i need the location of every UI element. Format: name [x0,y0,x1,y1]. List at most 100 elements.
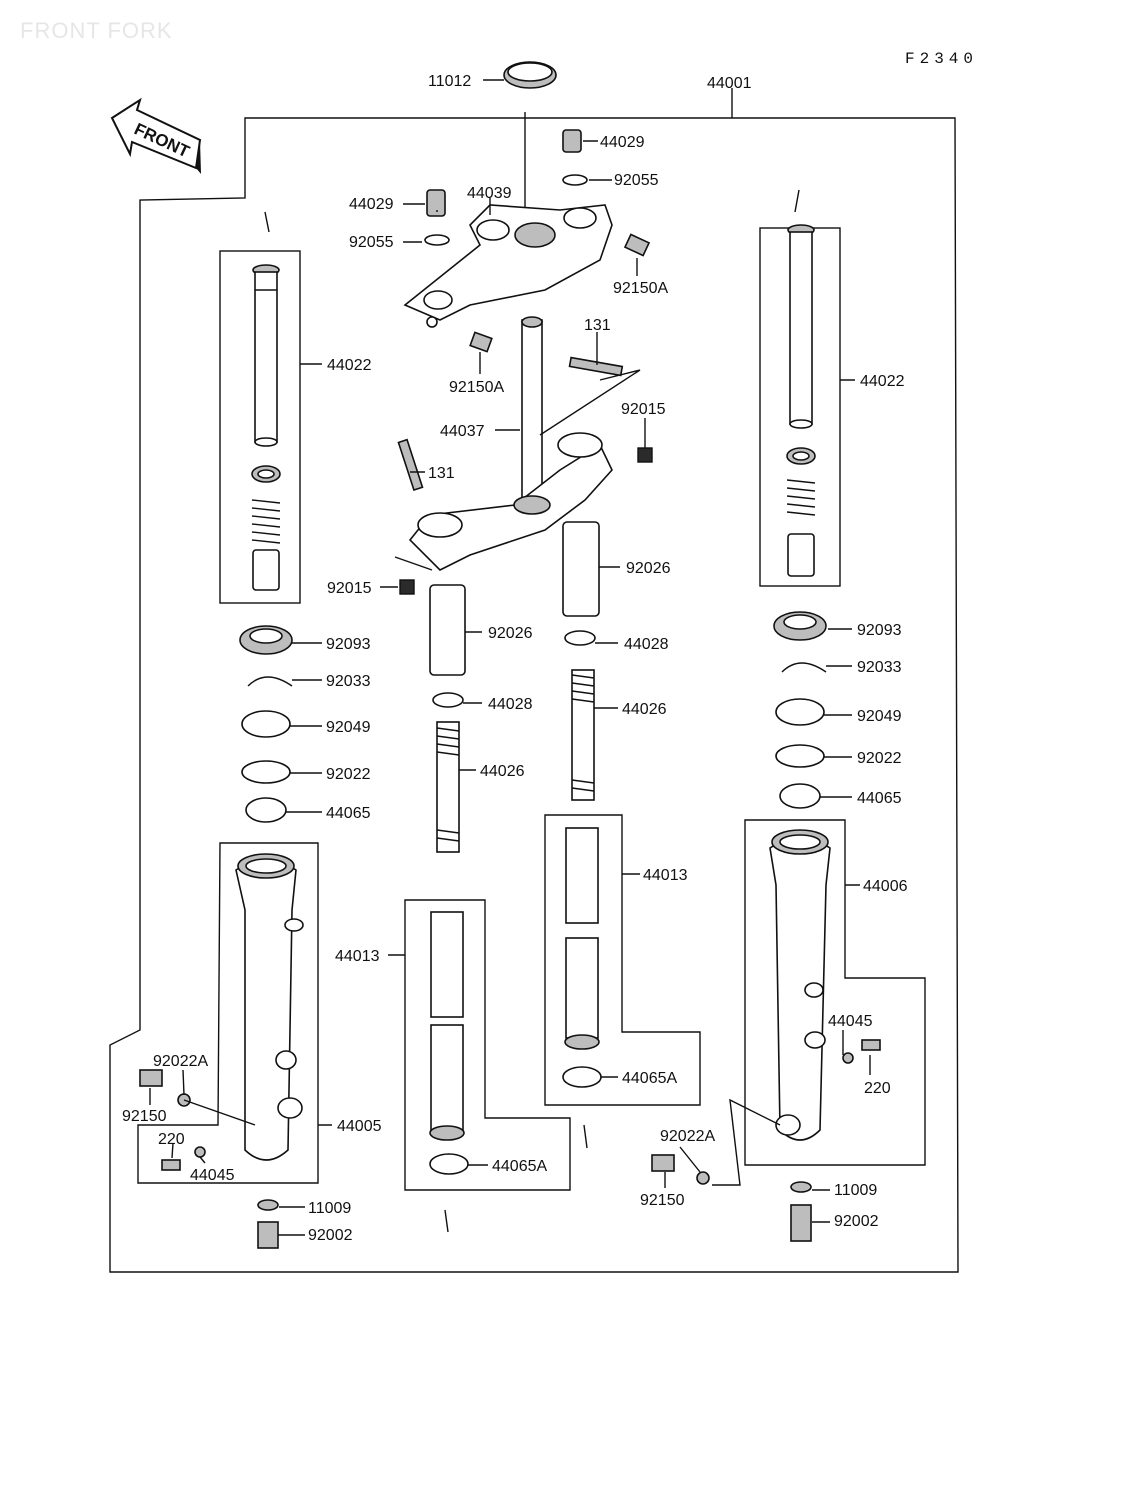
nut-92015-right [637,447,653,463]
washer-44028-center [564,630,596,646]
label-44013-left: 44013 [335,948,380,965]
label-44022-left: 44022 [327,357,372,374]
label-92026-left: 92026 [488,625,533,642]
outer-tube-44006 [769,829,831,1141]
label-44005: 44005 [337,1118,382,1135]
label-92150-right: 92150 [640,1192,685,1209]
label-44028-center: 44028 [624,636,669,653]
inner-tube-box-center [544,814,701,1106]
outer-tube-44005 [235,853,304,1161]
label-92022A-left: 92022A [153,1053,208,1070]
label-11012: 11012 [428,73,471,90]
label-44039: 44039 [467,185,512,202]
label-92015-left: 92015 [327,580,372,597]
nut-92015-left [399,579,415,595]
label-131-top: 131 [584,317,611,334]
label-92055-right: 92055 [614,172,659,189]
inner-tube-44013-center [564,827,600,1050]
spring-44026-center [571,669,595,801]
label-92093-left: 92093 [326,636,371,653]
label-220-right: 220 [864,1080,891,1097]
label-92150-left: 92150 [122,1108,167,1125]
label-44026-center: 44026 [622,701,667,718]
fork-tube-right [786,224,816,577]
bolt-92150A-right [623,233,651,257]
bolt-92150-right [651,1154,675,1172]
label-44065-left: 44065 [326,805,371,822]
spacer-92026-left [429,584,466,676]
plug-44029-left [426,189,446,217]
label-92015-right: 92015 [621,401,666,418]
label-92022-right: 92022 [857,750,902,767]
label-44045-right: 44045 [828,1013,873,1030]
figure-code: F2340 [905,50,979,68]
bolt-131-top [568,356,624,377]
washer-92049-left [241,710,291,738]
bolt-92002-right [790,1204,812,1242]
label-44065-right: 44065 [857,790,902,807]
fork-tube-left [251,264,281,591]
label-92049-left: 92049 [326,719,371,736]
label-92150A-center: 92150A [449,379,504,396]
label-44037: 44037 [440,423,485,440]
washer-92049-right [775,698,825,726]
leader-lines [149,79,871,1236]
assembly-boundary-44001 [109,117,959,1273]
bolt-92150A-center [469,331,493,353]
washer-92022A-right [696,1171,710,1185]
label-92150A-right: 92150A [613,280,668,297]
washer-44028-left [432,692,464,708]
bushing-44065A-center [562,1066,602,1088]
axis-mark-left-bottom [444,1209,449,1233]
spring-44026-left [436,721,460,853]
label-92093-right: 92093 [857,622,902,639]
label-92022A-right: 92022A [660,1128,715,1145]
clip-92033-right [781,662,827,673]
label-220-left: 220 [158,1131,185,1148]
bushing-44065-left [245,797,287,823]
bushing-44065A-left [429,1153,469,1175]
cap-11012 [503,61,557,89]
label-92033-right: 92033 [857,659,902,676]
label-44026-left: 44026 [480,763,525,780]
label-44006: 44006 [863,878,908,895]
o-ring-92055-left [424,234,450,246]
o-ring-92055-right [562,174,588,186]
axis-mark-center-bottom [583,1124,588,1149]
label-44022-right: 44022 [860,373,905,390]
label-11009-left: 11009 [308,1200,351,1217]
upper-bracket-44039 [403,204,613,328]
clip-92033-left [247,676,293,687]
bolt-92002-left [257,1221,279,1249]
label-44065A-center: 44065A [622,1070,677,1087]
washer-44045-left [194,1146,206,1158]
label-92026-center: 92026 [626,560,671,577]
diagram-title: FRONT FORK [20,18,173,43]
axis-mark-right-top [794,189,800,213]
stem-bracket-44037 [408,316,613,571]
label-44029-right: 44029 [600,134,645,151]
label-131-left: 131 [428,465,455,482]
label-44001: 44001 [707,75,752,92]
axis-mark-left-top [264,211,270,233]
tube-box-left [219,250,301,604]
label-92002-left: 92002 [308,1227,353,1244]
label-92022-left: 92022 [326,766,371,783]
label-11009-right: 11009 [834,1182,877,1199]
label-44013-center: 44013 [643,867,688,884]
label-92049-right: 92049 [857,708,902,725]
washer-92022-left [241,760,291,784]
label-44028-left: 44028 [488,696,533,713]
outer-tube-box-left [137,842,319,1184]
label-92002-right: 92002 [834,1213,879,1230]
label-44045-left: 44045 [190,1167,235,1184]
bushing-44065-right [779,783,821,809]
inner-tube-44013-left [429,911,465,1141]
spacer-92026-center [562,521,600,617]
label-92055-left: 92055 [349,234,394,251]
washer-92022-right [775,744,825,768]
front-arrow-icon: FRONT [110,97,202,174]
plug-44029-right [562,129,582,153]
